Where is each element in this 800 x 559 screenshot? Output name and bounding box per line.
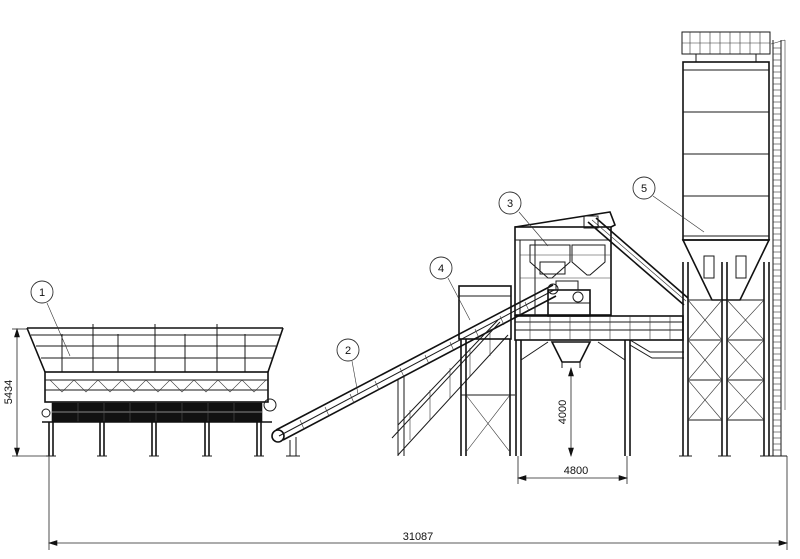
callout-circle-3 <box>498 191 522 215</box>
dimension-mixer-frame-width: 4800 <box>564 465 588 477</box>
callout-label-4: 4 <box>438 263 444 275</box>
mixer-tower-structure <box>458 211 684 456</box>
callout-circle-5 <box>632 176 656 200</box>
callout-label-5: 5 <box>641 183 647 195</box>
dimension-bin-height: 5434 <box>3 380 15 404</box>
callout-circle-1 <box>30 280 54 304</box>
dimension-lines: 31087 5434 4000 4800 <box>3 327 789 550</box>
dimension-overall-length: 31087 <box>403 531 434 543</box>
callout-label-2: 2 <box>345 345 351 357</box>
aggregate-bin-unit <box>26 324 284 457</box>
callout-bubbles: 1 2 3 4 5 <box>30 176 705 395</box>
cement-silo <box>679 31 787 457</box>
callout-circle-4 <box>429 256 453 280</box>
cement-screw-conveyor <box>583 215 689 306</box>
callout-circle-2 <box>336 338 360 362</box>
dimension-discharge-height: 4000 <box>557 400 569 424</box>
callout-label-1: 1 <box>39 287 45 299</box>
callout-label-3: 3 <box>507 198 513 210</box>
